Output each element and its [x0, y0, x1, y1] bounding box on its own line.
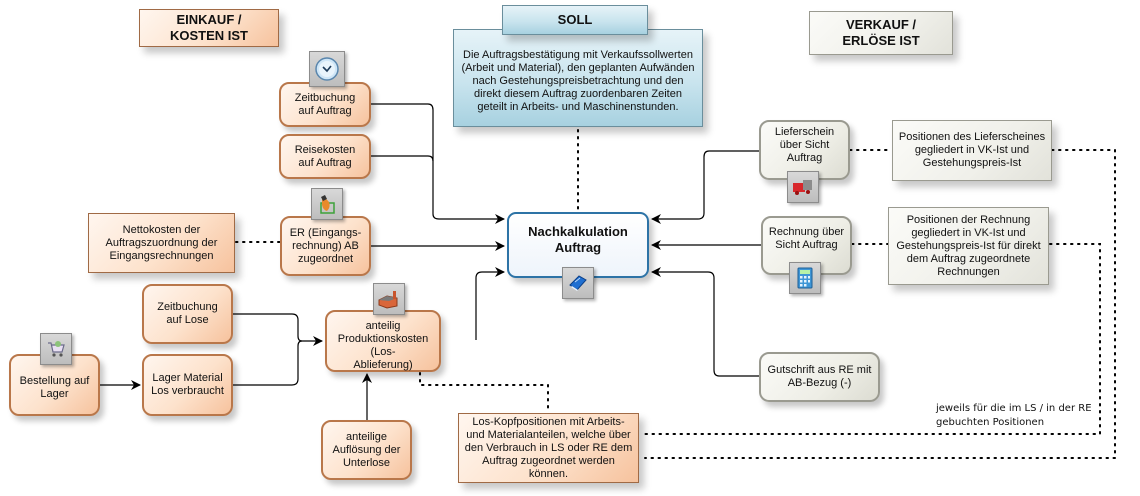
center-nachkalkulation[interactable]: Nachkalkulation Auftrag [507, 212, 649, 278]
calculator-icon [789, 262, 821, 294]
soll-description-text: Die Auftragsbestätigung mit Verkaufssoll… [461, 48, 695, 113]
node-lager-material-label: Lager Material Los verbraucht [151, 372, 224, 397]
edge-zeitbuchung-lose-merge [232, 313, 303, 342]
node-los-kopfpositionen-label: Los-Kopfpositionen mit Arbeits- und Mate… [464, 415, 633, 480]
node-unterlose-label: anteilige Auflösung der Unterlose [332, 430, 401, 469]
node-er-eingangsrechnung[interactable]: ER (Eingangs- rechnung) AB zugeordnet [280, 216, 371, 276]
edge-gutschrift-to-center [651, 267, 759, 377]
node-nettokosten-label: Nettokosten der Auftragszuordnung der Ei… [105, 223, 218, 262]
shopping-cart-icon [40, 333, 72, 365]
node-rechnung-positionen[interactable]: Positionen der Rechnung gegliedert in VK… [888, 207, 1049, 285]
clock-icon [309, 51, 345, 87]
node-produktionskosten[interactable]: anteilig Produktionskosten (Los- Abliefe… [325, 310, 441, 372]
node-zeitbuchung-auftrag-label: Zeitbuchung auf Auftrag [294, 91, 356, 117]
node-reisekosten-label: Reisekosten auf Auftrag [294, 143, 356, 169]
node-nettokosten[interactable]: Nettokosten der Auftragszuordnung der Ei… [88, 213, 235, 273]
soll-description-box: Die Auftragsbestätigung mit Verkaufssoll… [453, 29, 703, 127]
node-lieferschein[interactable]: Lieferschein über Sicht Auftrag [759, 120, 850, 180]
edge-reisekosten-to-center [370, 155, 434, 162]
node-zeitbuchung-lose-label: Zeitbuchung auf Lose [157, 301, 218, 326]
factory-icon [373, 283, 405, 315]
node-lieferschein-positionen-label: Positionen des Lieferscheines gegliedert… [898, 131, 1046, 169]
node-gutschrift[interactable]: Gutschrift aus RE mit AB-Bezug (-) [759, 352, 880, 402]
edge-produktion-to-center [475, 267, 505, 340]
node-unterlose[interactable]: anteilige Auflösung der Unterlose [321, 420, 412, 480]
node-er-label: ER (Eingangs- rechnung) AB zugeordnet [289, 226, 362, 265]
header-verkauf-label: VERKAUF / ERLÖSE IST [842, 17, 920, 48]
node-gutschrift-label: Gutschrift aus RE mit AB-Bezug (-) [767, 364, 872, 389]
header-verkauf: VERKAUF / ERLÖSE IST [809, 11, 953, 55]
annotation-note: jeweils für die im LS / in der RE gebuch… [936, 403, 1092, 428]
node-rechnung-positionen-label: Positionen der Rechnung gegliedert in VK… [896, 213, 1041, 278]
header-einkauf: EINKAUF / KOSTEN IST [139, 9, 279, 47]
node-lieferschein-label: Lieferschein über Sicht Auftrag [774, 125, 835, 164]
node-zeitbuchung-auftrag[interactable]: Zeitbuchung auf Auftrag [279, 82, 371, 127]
header-soll: SOLL [502, 5, 648, 35]
node-produktionskosten-label: anteilig Produktionskosten (Los- Abliefe… [337, 320, 429, 371]
header-einkauf-label: EINKAUF / KOSTEN IST [169, 12, 248, 43]
header-soll-label: SOLL [557, 12, 593, 27]
truck-icon [787, 171, 819, 203]
node-lager-material[interactable]: Lager Material Los verbraucht [142, 354, 233, 416]
center-label: Nachkalkulation Auftrag [528, 224, 628, 255]
invoice-hand-icon [311, 188, 343, 220]
node-los-kopfpositionen[interactable]: Los-Kopfpositionen mit Arbeits- und Mate… [458, 413, 639, 483]
node-lieferschein-positionen[interactable]: Positionen des Lieferscheines gegliedert… [892, 120, 1052, 181]
book-icon [562, 267, 594, 299]
edge-lieferschein-to-center [651, 150, 759, 224]
node-rechnung-label: Rechnung über Sicht Auftrag [768, 225, 845, 251]
node-reisekosten[interactable]: Reisekosten auf Auftrag [279, 134, 371, 179]
node-bestellung-lager-label: Bestellung auf Lager [19, 375, 90, 400]
node-rechnung[interactable]: Rechnung über Sicht Auftrag [761, 216, 852, 275]
edge-lager-material-merge [232, 336, 323, 386]
node-zeitbuchung-lose[interactable]: Zeitbuchung auf Lose [142, 284, 233, 344]
edge-produktion-to-loskopf-dotted [419, 372, 549, 413]
